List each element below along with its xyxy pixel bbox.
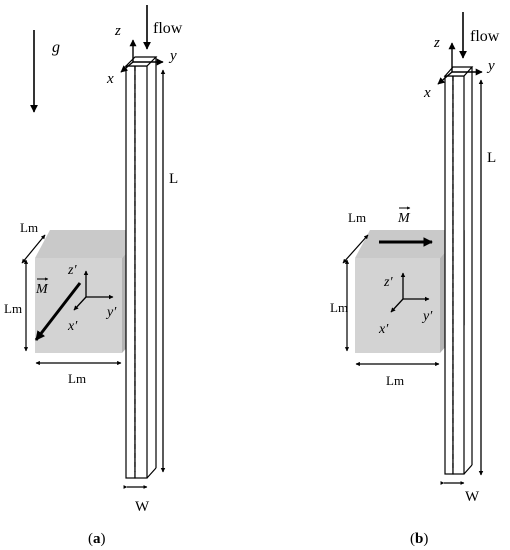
magnet-height-label: Lm [4, 301, 22, 316]
caption-a: (a) [88, 531, 106, 547]
magnet-height-label: Lm [330, 300, 348, 315]
channel [124, 56, 158, 479]
local-x-label: x′ [378, 322, 389, 337]
axis-y-label: y [168, 48, 177, 64]
axis-x-arrow [120, 61, 134, 73]
local-y-label: y′ [105, 305, 117, 320]
axis-y-label: y [486, 58, 495, 74]
local-x-arrow [390, 298, 404, 313]
coordinate-axes [120, 5, 164, 73]
local-axes [73, 270, 114, 311]
channel-front-right [134, 65, 148, 479]
channel-bottom-edge [146, 467, 157, 479]
magnet-depth-arrow [21, 234, 46, 264]
magnet-top-face [35, 230, 147, 258]
axis-z-label: z [114, 23, 121, 39]
coordinate-axes [437, 12, 483, 85]
magnet-width-label: Lm [386, 373, 404, 388]
axis-x-label: x [106, 71, 114, 87]
channel [443, 66, 474, 475]
width-label: W [135, 499, 150, 515]
flow-label: flow [470, 28, 500, 45]
local-z-label: z′ [383, 275, 393, 290]
local-z-label: z′ [67, 263, 77, 278]
axis-x-label: x [423, 85, 431, 101]
magnetization-label: M [397, 211, 411, 226]
magnet-top-face [355, 230, 465, 258]
caption-b: (b) [410, 531, 428, 547]
magnet-depth-label: Lm [348, 210, 366, 225]
magnet-width-label: Lm [68, 371, 86, 386]
flow-label: flow [153, 20, 183, 37]
magnetization-arrow [34, 282, 82, 341]
gravity-label: g [52, 39, 60, 56]
width-label: W [465, 489, 480, 505]
channel-front-right [452, 75, 465, 475]
local-y-label: y′ [421, 309, 433, 324]
panel-b: z y x flow L W Lm Lm Lm M z′ y′ x′ (b) [330, 12, 500, 547]
magnetization-label: M [35, 282, 49, 297]
length-label: L [169, 171, 178, 187]
local-axes [390, 272, 430, 313]
magnet-depth-arrow [342, 234, 369, 264]
channel-front-left [125, 65, 136, 479]
channel-bottom-edge [463, 464, 473, 475]
axis-z-label: z [433, 35, 440, 51]
magnet-depth-label: Lm [20, 220, 38, 235]
gravity-indicator: g [30, 30, 60, 113]
length-label: L [487, 150, 496, 166]
panel-a: g z y x flow L [4, 5, 183, 547]
local-x-label: x′ [67, 319, 78, 334]
local-x-arrow [73, 296, 87, 311]
channel-front-left [444, 75, 454, 475]
axis-x-arrow [437, 71, 453, 85]
